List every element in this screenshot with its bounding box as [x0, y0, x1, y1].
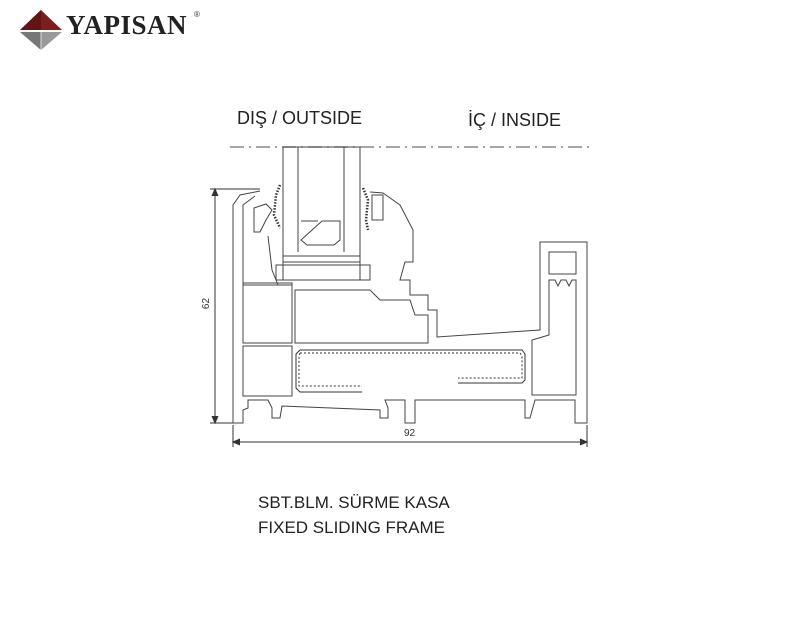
steel-reinforcement — [295, 349, 526, 393]
logo-pyramid-icon — [20, 10, 62, 50]
brand-logo — [18, 8, 218, 52]
inside-label: İÇ / INSIDE — [468, 110, 562, 130]
frame-outline — [232, 190, 588, 424]
registered-mark: ® — [194, 10, 200, 19]
glass-sash — [275, 146, 371, 281]
brand-name: YAPISAN — [66, 10, 188, 40]
post-chamber — [548, 251, 577, 275]
outside-label: DIŞ / OUTSIDE — [237, 108, 363, 128]
gaskets — [272, 184, 370, 231]
width-dimension — [231, 425, 589, 447]
middle-chamber — [294, 289, 429, 344]
left-chamber-lower — [242, 345, 293, 397]
width-dimension-label: 92 — [404, 428, 416, 439]
left-chamber-upper — [242, 282, 293, 344]
caption-english: FIXED SLIDING FRAME — [258, 518, 446, 537]
caption-turkish: SBT.BLM. SÜRME KASA — [258, 493, 450, 512]
height-dimension — [210, 187, 260, 425]
height-dimension-label: 62 — [201, 297, 213, 310]
